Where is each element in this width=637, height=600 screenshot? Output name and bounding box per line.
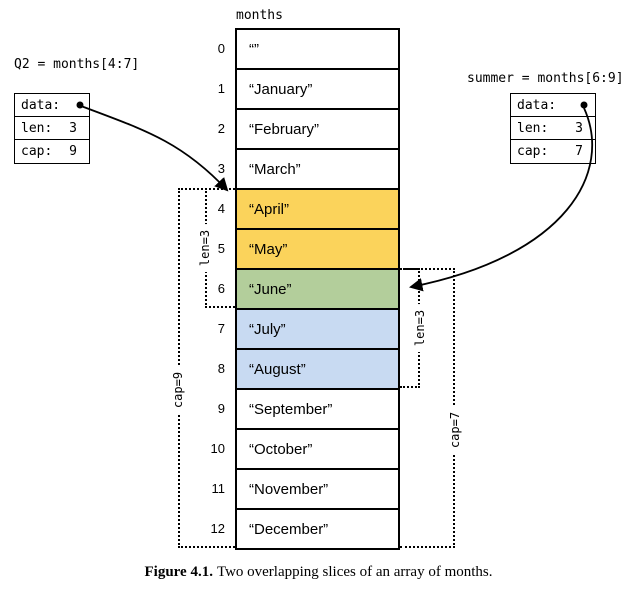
cell-index-3: 3 xyxy=(217,161,225,176)
caption-text: Two overlapping slices of an array of mo… xyxy=(216,564,493,580)
cell-index-10: 10 xyxy=(210,441,225,456)
field-label: data: xyxy=(21,97,61,113)
cell-index-11: 11 xyxy=(211,481,226,496)
cell-index-4: 4 xyxy=(217,201,225,216)
array-cell-3: “March” xyxy=(235,148,400,190)
field-value: 3 xyxy=(69,120,77,136)
months-array: 0 “” 1 “January” 2 “February” 3 “March” 4 “April”… xyxy=(211,28,400,550)
cell-index-12: 12 xyxy=(210,521,225,536)
array-cell-8: “August” xyxy=(235,348,400,390)
q2-slice-title: Q2 = months[4:7] xyxy=(14,57,140,72)
array-cell-4: “April” xyxy=(235,188,400,230)
cell-index-6: 6 xyxy=(217,281,225,296)
cell-index-9: 9 xyxy=(217,401,225,416)
array-cell-12: “December” xyxy=(235,508,400,550)
q2-cap-row: cap: 9 xyxy=(15,140,89,163)
summer-slice-title: summer = months[6:9] xyxy=(467,71,624,86)
summer-cap-bracket-label: cap=7 xyxy=(447,405,463,455)
cell-index-5: 5 xyxy=(217,241,225,256)
array-cell-1: “January” xyxy=(235,68,400,110)
cell-index-2: 2 xyxy=(217,121,225,136)
array-cell-0: “” xyxy=(235,28,400,70)
summer-data-row: data: xyxy=(511,94,595,117)
field-value: 3 xyxy=(575,120,583,136)
array-title: months xyxy=(236,8,283,23)
field-label: cap: xyxy=(517,144,549,159)
field-label: cap: xyxy=(21,144,53,159)
array-cell-7: “July” xyxy=(235,308,400,350)
field-label: len: xyxy=(21,120,53,136)
summer-slice-struct: data: len: 3 cap: 7 xyxy=(510,93,596,164)
caption-label: Figure 4.1. xyxy=(144,564,213,580)
cell-index-0: 0 xyxy=(217,41,225,56)
array-cell-11: “November” xyxy=(235,468,400,510)
figure-caption: Figure 4.1.Two overlapping slices of an … xyxy=(0,564,637,581)
array-cell-5: “May” xyxy=(235,228,400,270)
array-cell-9: “September” xyxy=(235,388,400,430)
summer-len-row: len: 3 xyxy=(511,117,595,140)
cell-index-1: 1 xyxy=(217,81,225,96)
q2-len-bracket-label: len=3 xyxy=(197,223,213,273)
array-cell-2: “February” xyxy=(235,108,400,150)
summer-cap-row: cap: 7 xyxy=(511,140,595,163)
field-value: 9 xyxy=(69,144,77,159)
field-label: data: xyxy=(517,97,557,113)
cell-index-7: 7 xyxy=(217,321,225,336)
field-label: len: xyxy=(517,120,549,136)
array-cell-10: “October” xyxy=(235,428,400,470)
summer-len-bracket-label: len=3 xyxy=(412,303,428,353)
q2-cap-bracket-label: cap=9 xyxy=(170,365,186,415)
array-cell-6: “June” xyxy=(235,268,400,310)
q2-data-row: data: xyxy=(15,94,89,117)
q2-slice-struct: data: len: 3 cap: 9 xyxy=(14,93,90,164)
field-value: 7 xyxy=(575,144,583,159)
cell-index-8: 8 xyxy=(217,361,225,376)
q2-len-row: len: 3 xyxy=(15,117,89,140)
